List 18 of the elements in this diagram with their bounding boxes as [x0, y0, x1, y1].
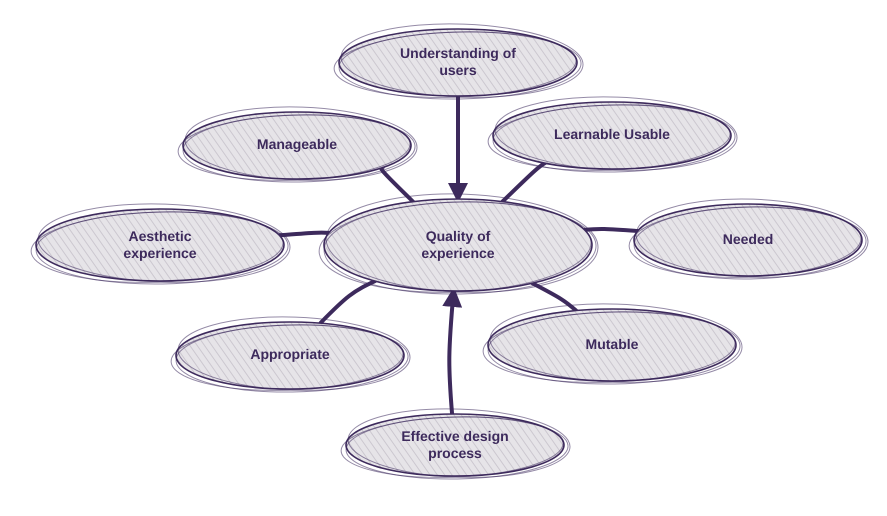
ellipse-node [170, 318, 410, 392]
node-label: Understanding of users [399, 44, 517, 80]
node-label: Learnable Usable [554, 126, 670, 144]
node-label: Appropriate [250, 346, 330, 364]
ellipse-node [482, 305, 742, 385]
ellipse-node [177, 108, 417, 182]
ellipse-node [487, 98, 737, 172]
ellipse-node [628, 200, 868, 280]
node-label: Aesthetic experience [122, 228, 198, 262]
node-label: Needed [722, 231, 774, 249]
ellipse-node [340, 410, 570, 480]
ellipse-node [30, 205, 290, 285]
ellipse-node [333, 24, 583, 100]
node-label: Mutable [586, 336, 638, 354]
node-label: Effective design process [400, 428, 510, 462]
ellipse-node [318, 195, 598, 295]
node-label: Manageable [256, 136, 338, 154]
node-label: Quality of experience [420, 228, 496, 262]
